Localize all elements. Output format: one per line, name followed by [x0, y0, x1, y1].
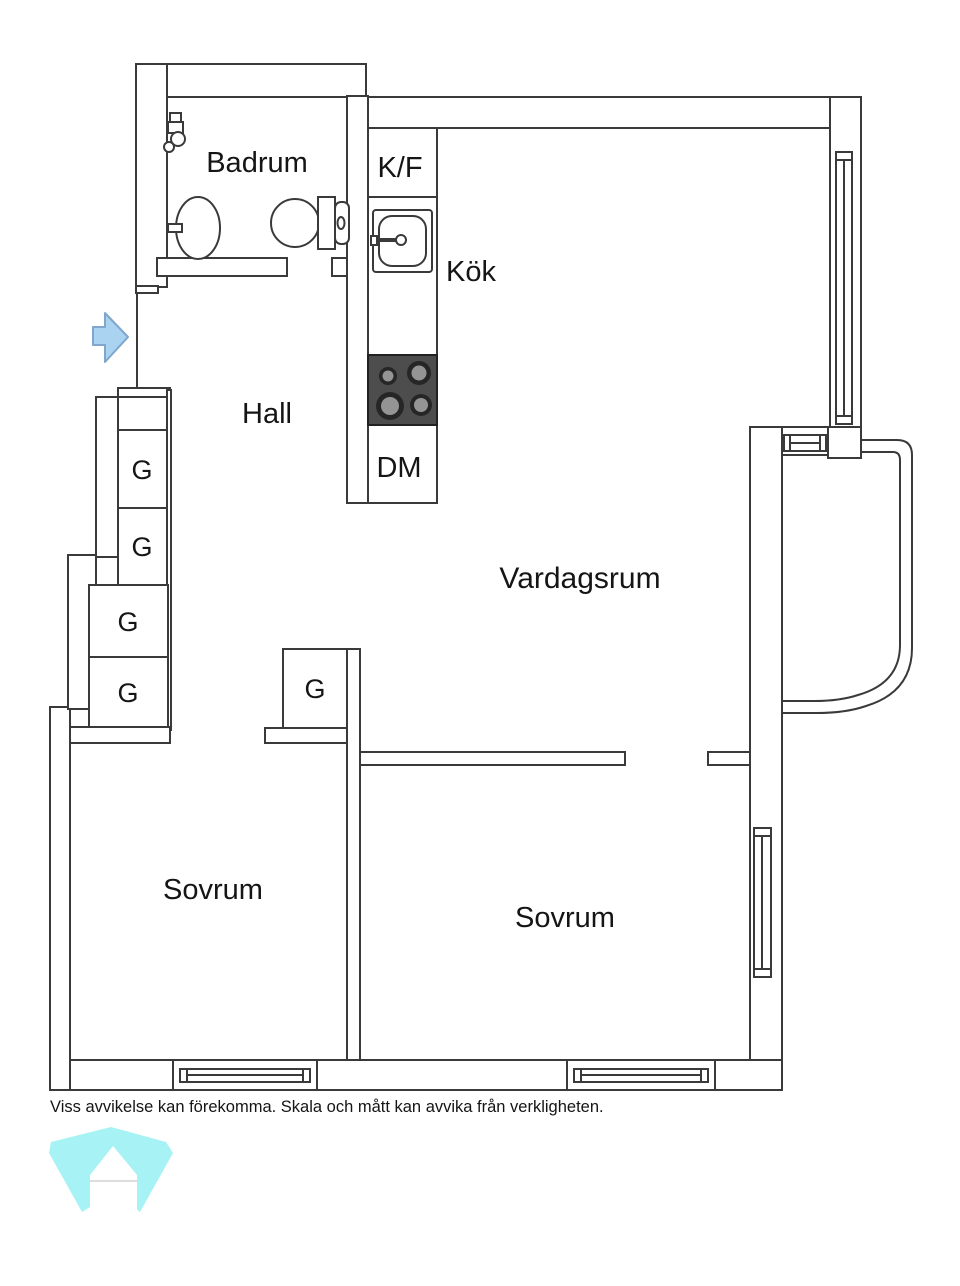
wall-closet-bottom — [69, 726, 171, 744]
label-sovrum2: Sovrum — [515, 902, 615, 934]
water-valve-icon — [163, 112, 186, 153]
window-glazing — [573, 1068, 709, 1083]
toilet-button — [336, 216, 346, 230]
logo-house — [90, 1146, 137, 1232]
logo-icon — [49, 1127, 173, 1232]
label-dm: DM — [376, 452, 421, 484]
label-sovrum1: Sovrum — [163, 874, 263, 906]
label-vardagsrum: Vardagsrum — [499, 562, 660, 595]
interior-walls — [69, 95, 751, 1061]
washbasin-tap — [167, 223, 183, 233]
windows — [172, 151, 853, 1091]
wall-bedroom-divider — [346, 648, 361, 1061]
label-g2: G — [131, 532, 152, 562]
label-kok: Kök — [446, 256, 496, 288]
wall-top — [365, 96, 862, 129]
window-right-lower — [753, 827, 772, 978]
bathroom-fixtures — [163, 112, 350, 260]
burner-1-center — [382, 370, 394, 382]
label-g3: G — [117, 607, 138, 637]
wall-left-upper — [95, 396, 119, 558]
closet-g5 — [282, 648, 348, 729]
bay-window-outline — [782, 439, 913, 714]
valve-part-1 — [169, 112, 182, 123]
washbasin-icon — [167, 196, 221, 260]
wall-badrum-block-top — [135, 63, 367, 98]
wall-badrum-block-left — [135, 63, 168, 288]
wall-right-lower — [749, 426, 783, 1091]
wall-badrum-bottom — [156, 257, 288, 277]
disclaimer-text: Viss avvikelse kan förekomma. Skala och … — [50, 1098, 604, 1116]
burner-2-center — [411, 365, 427, 381]
wall-badrum-door-jamb — [331, 257, 348, 277]
label-g1: G — [131, 455, 152, 485]
toilet-icon — [270, 196, 350, 250]
wall-left-lower — [49, 706, 71, 1091]
label-g4: G — [117, 678, 138, 708]
wall-bay-corner-block — [827, 426, 862, 459]
closet-g4 — [88, 656, 169, 728]
entrance-jamb-bottom — [117, 387, 171, 398]
label-kf: K/F — [377, 152, 422, 184]
wall-hall-bottom — [264, 727, 348, 744]
sink-tap-ring — [395, 234, 407, 246]
valve-part-4 — [163, 141, 175, 153]
bay-inner-line — [782, 451, 901, 702]
window-right-tall — [835, 151, 853, 425]
wall-vardagsrum-sovrum-stub — [707, 751, 751, 766]
label-badrum: Badrum — [206, 147, 308, 179]
sink-icon — [370, 209, 433, 273]
label-g5: G — [304, 674, 325, 704]
window-sovrum1 — [172, 1059, 318, 1091]
closet-g3 — [88, 584, 169, 658]
wall-badrum-kitchen-divider — [346, 95, 369, 504]
logo-crown — [49, 1127, 173, 1212]
window-sovrum2 — [566, 1059, 716, 1091]
window-glazing — [179, 1068, 311, 1083]
closets — [88, 429, 348, 729]
toilet-bowl — [270, 198, 320, 248]
toilet-tank — [317, 196, 336, 250]
valve-part-3 — [170, 131, 186, 147]
entrance-arrow-icon — [92, 312, 129, 363]
burner-4-center — [414, 398, 428, 412]
entrance-jamb-top — [135, 285, 159, 294]
label-hall: Hall — [242, 398, 292, 430]
kitchen-counter — [367, 127, 438, 504]
labels: Badrum K/F Kök Hall DM Vardagsrum Sovrum… — [117, 147, 660, 934]
window-bay-top — [783, 434, 827, 452]
stove-icon — [367, 354, 438, 426]
kitchen-unit — [367, 127, 438, 504]
wall-vardagsrum-sovrum — [359, 751, 626, 766]
valve-part-2 — [167, 121, 184, 134]
bay-outer-line — [782, 439, 913, 714]
burner-3-center — [381, 397, 399, 415]
